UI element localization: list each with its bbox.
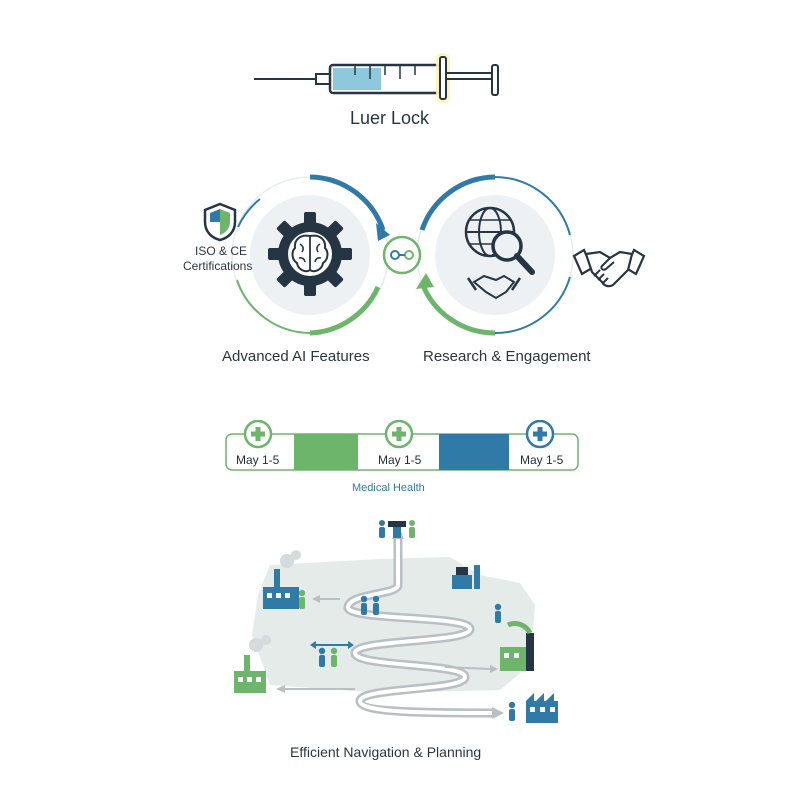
factory-right xyxy=(500,620,534,671)
factory-blue-left xyxy=(263,550,301,609)
timeline-bar xyxy=(224,420,580,476)
timeline-date-1: May 1-5 xyxy=(236,453,280,467)
factory-bottom-right xyxy=(526,693,558,723)
syringe-label: Luer Lock xyxy=(350,108,430,128)
shield-icon xyxy=(202,202,238,242)
timeline-caption: Medical Health xyxy=(352,482,425,494)
syringe-illustration xyxy=(250,45,510,105)
timeline-date-2: May 1-5 xyxy=(378,453,422,467)
certification-label-line1: ISO & CE xyxy=(195,244,248,258)
research-globe-icon xyxy=(452,200,552,305)
ai-brain-gear-icon xyxy=(266,210,354,298)
factory-green-left xyxy=(234,635,271,693)
certification-label-line2: Certifications xyxy=(183,259,253,273)
right-caption: Research & Engagement xyxy=(423,348,591,365)
left-caption: Advanced AI Features xyxy=(222,348,370,365)
navigation-caption: Efficient Navigation & Planning xyxy=(290,744,482,760)
handshake-icon xyxy=(570,240,648,300)
lab-top xyxy=(452,565,480,589)
timeline-date-3: May 1-5 xyxy=(520,453,564,467)
navigation-map xyxy=(230,515,570,730)
